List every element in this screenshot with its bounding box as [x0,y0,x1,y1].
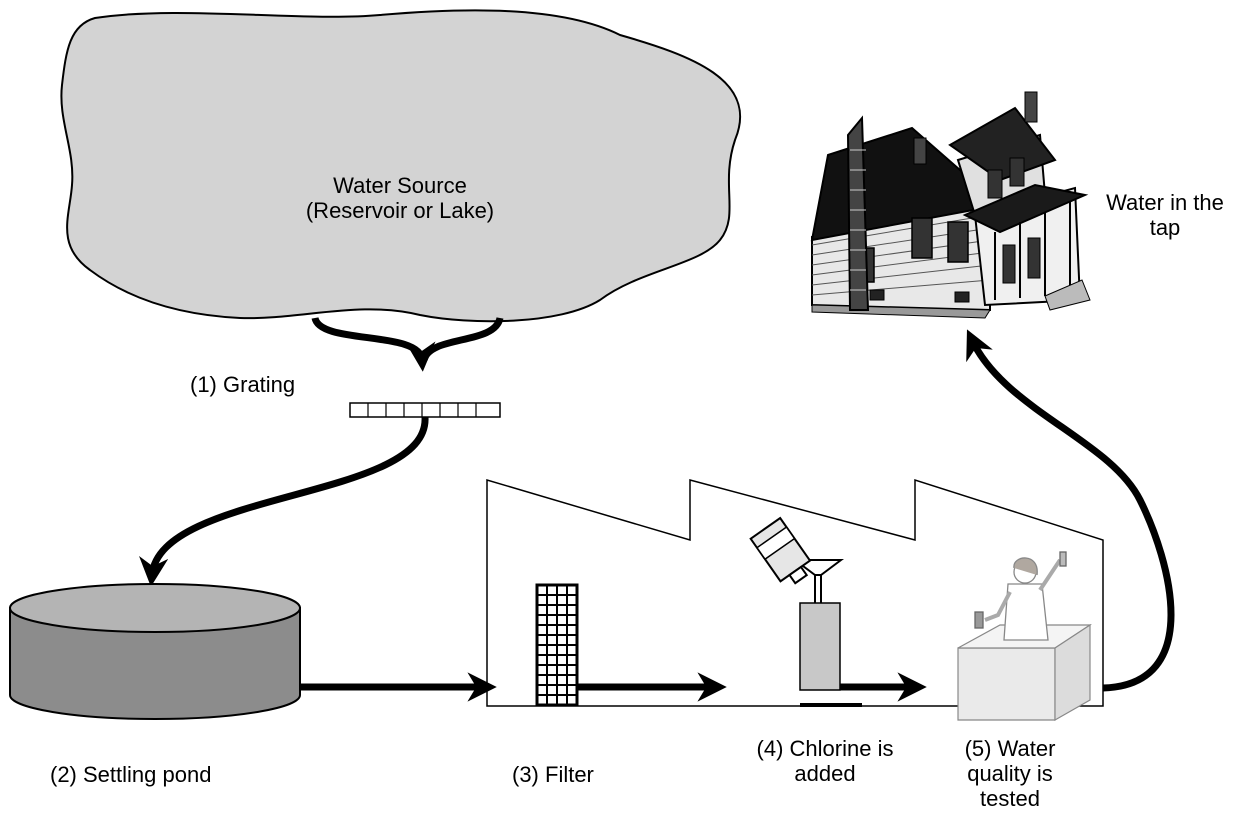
testing-bench-icon [957,623,1093,722]
chemical-bottle-icon [749,516,812,585]
label-water-source-line-1: Water Source [333,173,467,198]
label-testing-line-1: (5) Water [964,736,1056,761]
label-chlorine: (4) Chlorine is added [725,736,925,786]
label-testing: (5) Water quality is tested [940,736,1080,811]
pipe-source-right [420,316,504,362]
water-source-cloud [60,9,742,323]
label-chlorine-line-2: added [794,761,856,786]
label-water-tap: Water in the tap [1085,190,1245,240]
lab-technician-illustration [974,551,1067,641]
filter-icon [535,583,579,707]
label-water-tap-line-1: Water in the [1106,190,1224,215]
label-testing-line-3: tested [980,786,1040,811]
pipe-source-left [311,316,436,372]
label-water-source-line-2: (Reservoir or Lake) [305,198,495,223]
label-chlorine-line-1: (4) Chlorine is [756,736,894,761]
pipe-grating-to-pond [139,416,429,587]
label-water-tap-line-2: tap [1149,215,1181,240]
label-testing-line-2: quality is [967,761,1053,786]
treatment-plant-building [486,478,1104,707]
house-illustration [810,91,1091,319]
label-filter: (3) Filter [512,762,594,787]
grating-icon [349,402,501,418]
label-water-source: Water Source (Reservoir or Lake) [260,173,540,223]
settling-pond-icon [9,583,301,720]
label-filter-text: (3) Filter [512,762,594,787]
label-grating: (1) Grating [190,372,295,397]
label-grating-text: (1) Grating [190,372,296,397]
pipe-plant-to-house [966,329,1175,692]
label-settling-pond: (2) Settling pond [50,762,211,787]
label-settling-pond-text: (2) Settling pond [50,762,212,787]
